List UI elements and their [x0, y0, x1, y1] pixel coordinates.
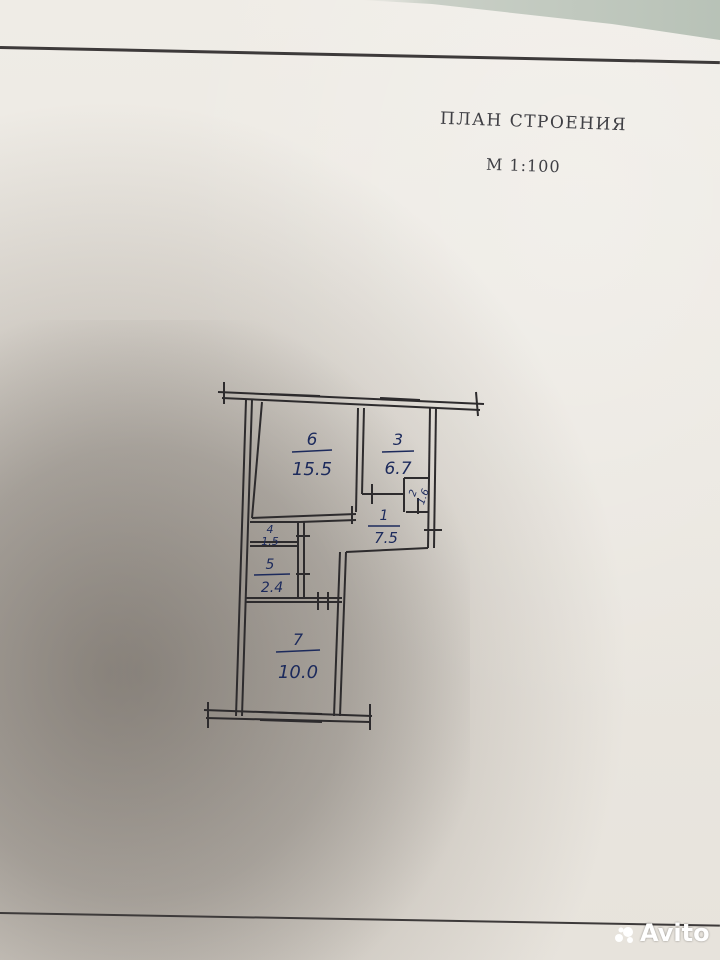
room-2-label: 2 1.6: [407, 488, 432, 507]
room-4-label: 4 1.5: [261, 523, 279, 548]
room-4-area: 1.5: [261, 535, 279, 548]
room-6-label: 6 15.5: [292, 430, 332, 480]
room-7-label: 7 10.0: [275, 630, 321, 683]
top-wall: [217, 382, 485, 417]
room-6-area: 15.5: [292, 459, 332, 480]
room-6-number: 6: [307, 430, 318, 450]
room-5-label: 5 2.4: [253, 557, 291, 596]
room-3-number: 3: [393, 430, 403, 449]
room-1-area: 7.5: [374, 529, 398, 547]
avito-watermark: Avito: [640, 919, 710, 947]
room-2-number: 2: [407, 488, 420, 498]
room-7-number: 7: [293, 630, 304, 649]
room-5-number: 5: [266, 557, 275, 573]
room-7-area: 10.0: [278, 662, 318, 683]
bottom-wall: [203, 702, 373, 730]
room-1-number: 1: [380, 508, 389, 524]
room-1-label: 1 7.5: [368, 508, 400, 547]
left-wall-outer: [235, 399, 247, 717]
room-5-area: 2.4: [261, 580, 283, 596]
room-3-area: 6.7: [384, 459, 411, 479]
room-4-number: 4: [267, 523, 274, 536]
room-2-area: 1.6: [416, 488, 432, 507]
avito-logo-icon: [615, 927, 633, 943]
room-3-label: 3 6.7: [381, 430, 415, 479]
